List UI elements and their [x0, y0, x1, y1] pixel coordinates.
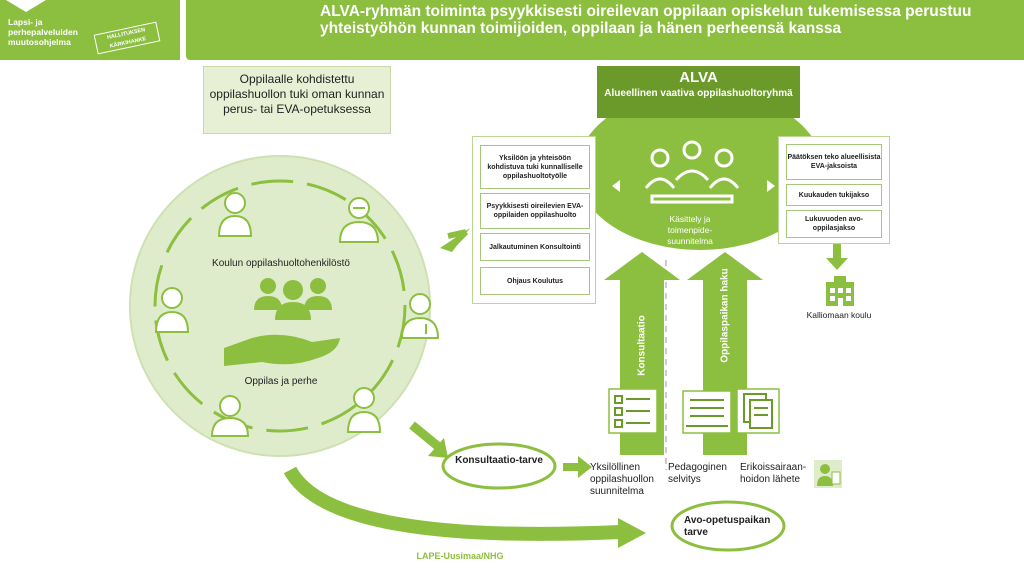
medical-doc-icon [814, 460, 842, 488]
alva-subtitle: Alueellinen vaativa oppilashuoltoryhmä [604, 88, 793, 99]
consult-need-label: Konsultaatio-tarve [455, 455, 543, 466]
local-support-box: Oppilaalle kohdistettu oppilashuollon tu… [203, 66, 391, 134]
panel-item: Lukuvuoden avo-oppilasjakso [786, 210, 882, 238]
logo-box: Lapsi- ja perhepalveluiden muutosohjelma… [0, 0, 180, 60]
doctor-icon [338, 197, 380, 243]
alva-ellipse [577, 90, 823, 250]
footer-credit: LAPE-Uusimaa/NHG [416, 551, 504, 561]
nurse-icon [400, 293, 440, 339]
logo-mark-icon [6, 0, 46, 12]
alva-caption: Käsittely ja toimenpide-suunnitelma [667, 214, 713, 246]
individual-plan-label: Yksilöllinen oppilashuollon suunnitelma [590, 462, 654, 497]
pedagogical-label: Pedagoginen selvitys [668, 462, 727, 485]
headset-person-icon [210, 395, 250, 437]
laptop-icon [682, 390, 732, 434]
consultation-label: Konsultaatio [636, 315, 648, 376]
placement-label: Oppilaspaikan haku [719, 268, 731, 363]
family-label: Oppilas ja perhe [244, 376, 318, 387]
panel-item: Päätöksen teko alueellisista EVA-jaksois… [786, 144, 882, 180]
panel-item: Kuukauden tukijakso [786, 184, 882, 206]
checklist-icon [608, 388, 658, 434]
woman-icon [346, 387, 382, 433]
page-title: ALVA-ryhmän toiminta psyykkisesti oireil… [320, 3, 972, 37]
panel-item: Ohjaus Koulutus [480, 267, 590, 295]
alva-header: ALVA Alueellinen vaativa oppilashuoltory… [597, 66, 800, 118]
meeting-icon [644, 140, 740, 204]
panel-item: Psyykkisesti oireilevien EVA-oppilaiden … [480, 193, 590, 229]
panel-item: Jalkautuminen Konsultointi [480, 233, 590, 261]
person-icon [217, 192, 253, 237]
referral-label: Erikoissairaan-hoidon lähete [740, 462, 807, 485]
staff-label: Koulun oppilashuoltohenkilöstö [212, 258, 350, 269]
documents-icon [736, 388, 780, 434]
care-ring [153, 179, 407, 433]
outpatient-need-label: Avo-opetuspaikan tarve [684, 515, 771, 538]
logo-text: Lapsi- ja perhepalveluiden muutosohjelma [8, 17, 78, 47]
school-icon [826, 276, 854, 306]
woman-icon [154, 287, 190, 333]
family-group-icon [254, 278, 332, 320]
header: Lapsi- ja perhepalveluiden muutosohjelma… [0, 0, 1024, 60]
title-bar [186, 0, 1024, 60]
hand-icon [224, 334, 340, 366]
alva-name: ALVA [679, 69, 718, 86]
panel-item: Yksilöön ja yhteisöön kohdistuva tuki ku… [480, 145, 590, 189]
school-label: Kalliomaan koulu [806, 310, 872, 320]
